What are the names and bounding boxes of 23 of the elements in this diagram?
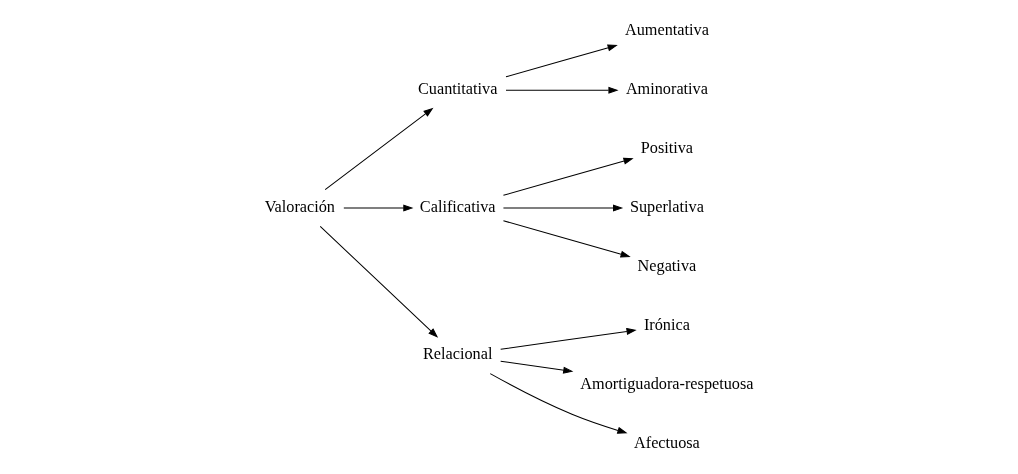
node-text: Positiva [640, 138, 694, 157]
node-text: Afectuosa [634, 433, 700, 452]
node-text: Valoración [264, 197, 335, 216]
arrow [489, 372, 628, 434]
node-text: Aminorativa [625, 79, 708, 98]
node-text: Relacional [423, 344, 493, 363]
arrow [505, 86, 619, 94]
arrow [319, 225, 439, 338]
node-text: Superlativa [629, 197, 704, 216]
arrow [324, 107, 434, 190]
node-text: Calificativa [419, 197, 496, 216]
node-text: Aumentativa [624, 20, 709, 39]
arrow [502, 219, 631, 258]
arrow [502, 204, 624, 212]
node-text: Amortiguadora-respetuosa [580, 374, 754, 393]
arrow [502, 157, 634, 196]
node-text: Irónica [643, 315, 690, 334]
node-text: Negativa [637, 256, 697, 275]
node-text: Cuantitativa [418, 79, 498, 98]
arrow [500, 327, 637, 350]
arrow [343, 204, 414, 212]
arrow [505, 43, 618, 77]
arrow [500, 360, 574, 374]
